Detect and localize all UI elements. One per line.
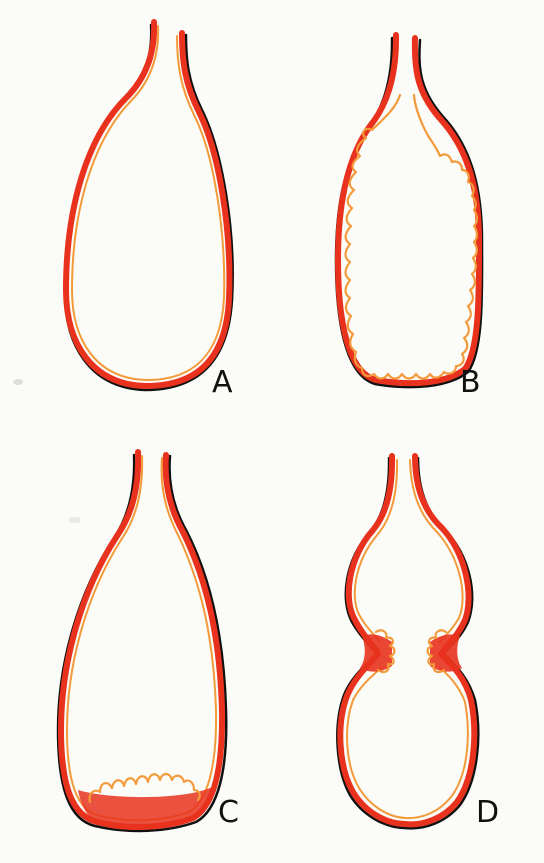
paper-smudge — [69, 517, 81, 523]
panel-label-b: B — [460, 365, 481, 400]
panel-label-d: D — [476, 795, 499, 830]
shape-d-constriction-right — [430, 634, 462, 671]
shape-d-constriction-left — [360, 634, 392, 671]
paper-smudge — [13, 379, 23, 385]
panel-label-a: A — [212, 365, 233, 400]
panel-label-c: C — [218, 795, 239, 830]
